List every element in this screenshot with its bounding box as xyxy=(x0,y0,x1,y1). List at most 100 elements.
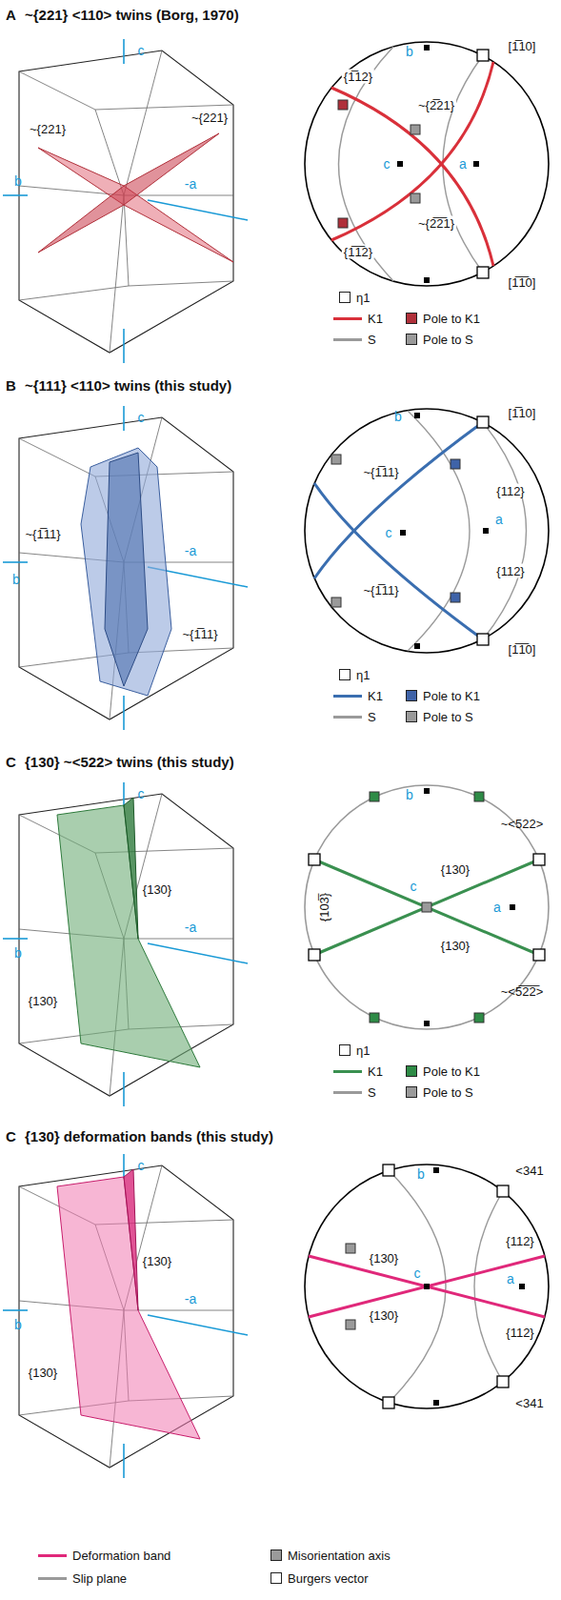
panel-title: {130} deformation bands (this study) xyxy=(24,1127,274,1145)
axis-label: b xyxy=(405,787,414,802)
legend-swatch xyxy=(405,333,418,345)
plane-label: {130} xyxy=(367,1250,401,1265)
legend-line xyxy=(333,338,362,341)
axis-label: b xyxy=(14,945,22,961)
panel-title: ~{221} <110> twins (Borg, 1970) xyxy=(24,6,240,24)
legend-label: S xyxy=(367,332,377,347)
crystal-a xyxy=(2,39,248,363)
legend-open-square xyxy=(339,668,351,681)
legend-label: Pole to K1 xyxy=(422,1063,481,1079)
plane-label: ~{2̅2̅1} xyxy=(416,216,457,231)
legend-label: K1 xyxy=(367,688,383,703)
plane-label: [1̅1̅0] xyxy=(508,641,537,657)
axis-label: b xyxy=(14,174,22,189)
legend-line xyxy=(333,1069,362,1073)
axis-label: c xyxy=(138,1158,145,1173)
axis-label: c xyxy=(414,1265,421,1281)
axis-label: -a xyxy=(184,1291,197,1306)
legend-line xyxy=(38,1553,67,1557)
legend-line xyxy=(333,317,362,321)
plane-label: [1̅10] xyxy=(508,39,537,54)
plane-label: {130} xyxy=(142,881,172,897)
legend-line xyxy=(333,694,362,698)
axis-label: c xyxy=(383,157,391,172)
plane-label: {130} xyxy=(28,1364,58,1380)
plane-label: ~<5̅2̅2̅> xyxy=(500,983,543,999)
stereonet-a xyxy=(304,41,549,286)
panel-title: {130} ~<522> twins (this study) xyxy=(24,753,235,771)
legend-line xyxy=(38,1576,67,1580)
panel-title: A xyxy=(5,6,17,24)
panel-title: C xyxy=(5,753,17,771)
axis-label: c xyxy=(138,410,145,425)
legend-label: S xyxy=(367,1084,377,1100)
plane-label: {130} xyxy=(367,1307,401,1323)
axis-label: b xyxy=(417,1166,425,1182)
legend-label: Misorientation axis xyxy=(287,1547,391,1563)
legend-label: Slip plane xyxy=(72,1570,127,1585)
plane-label: ~{1̅11} xyxy=(24,526,61,541)
legend-label: Burgers vector xyxy=(287,1570,369,1585)
panel-title: C xyxy=(5,1127,17,1145)
axis-label: c xyxy=(385,525,393,541)
legend-label: Pole to S xyxy=(422,1084,474,1100)
axis-label: c xyxy=(138,786,145,802)
legend-label: Pole to S xyxy=(422,709,474,724)
stereonet-b xyxy=(304,408,549,653)
axis-label: a xyxy=(506,1271,515,1286)
legend-label: K1 xyxy=(367,1063,383,1079)
plane-label: {1̅1̅2} xyxy=(341,244,375,260)
axis-label: -a xyxy=(184,177,197,192)
plane-label: {112} xyxy=(503,1324,536,1340)
crystal-c xyxy=(2,781,248,1106)
legend-open-square xyxy=(339,291,351,303)
axis-label: a xyxy=(495,512,503,527)
axis-label: b xyxy=(14,1317,22,1332)
plane-label: <341 xyxy=(515,1162,543,1178)
panel-title: ~{111} <110> twins (this study) xyxy=(24,377,232,395)
legend-label: K1 xyxy=(367,311,383,326)
plane-label: ~{221} xyxy=(29,121,66,137)
plane-label: {130} xyxy=(439,861,472,877)
legend-swatch xyxy=(405,312,418,324)
legend-label: Pole to K1 xyxy=(422,688,481,703)
axis-label: b xyxy=(394,409,402,424)
panel-title: B xyxy=(5,377,17,395)
legend-line xyxy=(333,1090,362,1094)
plane-label: [1̅1̅0] xyxy=(508,275,537,290)
axis-label: c xyxy=(138,43,145,59)
legend-label: Deformation band xyxy=(72,1547,171,1563)
axis-label: b xyxy=(405,44,414,60)
legend-label: S xyxy=(367,709,377,724)
axis-label: a xyxy=(493,900,501,915)
plane-label: ~{221} xyxy=(191,110,228,125)
plane-label: <341 xyxy=(515,1395,543,1410)
plane-label: {130} xyxy=(28,993,58,1008)
plane-label: {112} xyxy=(494,563,526,579)
plane-label: ~<522> xyxy=(500,816,543,831)
legend-swatch xyxy=(405,689,418,702)
plane-label: {112} xyxy=(494,483,526,499)
axis-label: c xyxy=(410,879,418,894)
legend-label: Pole to K1 xyxy=(422,311,481,326)
axis-label: -a xyxy=(184,543,197,559)
axis-label: a xyxy=(459,157,467,172)
plane-label: ~{1̅11} xyxy=(360,464,401,480)
stereonet-d xyxy=(304,1163,549,1408)
plane-label: ~{1̅11} xyxy=(181,626,218,642)
legend-label: Pole to S xyxy=(422,332,474,347)
stereonet-c xyxy=(304,784,549,1029)
plane-label: ~{2̅21} xyxy=(416,98,457,113)
plane-label: {103̅} xyxy=(317,890,332,923)
axis-label: b xyxy=(12,572,21,587)
axis-label: -a xyxy=(184,920,197,935)
crystal-d xyxy=(2,1153,248,1478)
legend-label: η1 xyxy=(356,667,370,682)
plane-label: {130} xyxy=(142,1253,172,1268)
legend-label: η1 xyxy=(356,290,370,305)
legend-open-square xyxy=(339,1043,351,1056)
legend-swatch xyxy=(405,1064,418,1077)
plane-label: [1̅10] xyxy=(508,405,537,421)
legend-swatch xyxy=(405,1085,418,1098)
